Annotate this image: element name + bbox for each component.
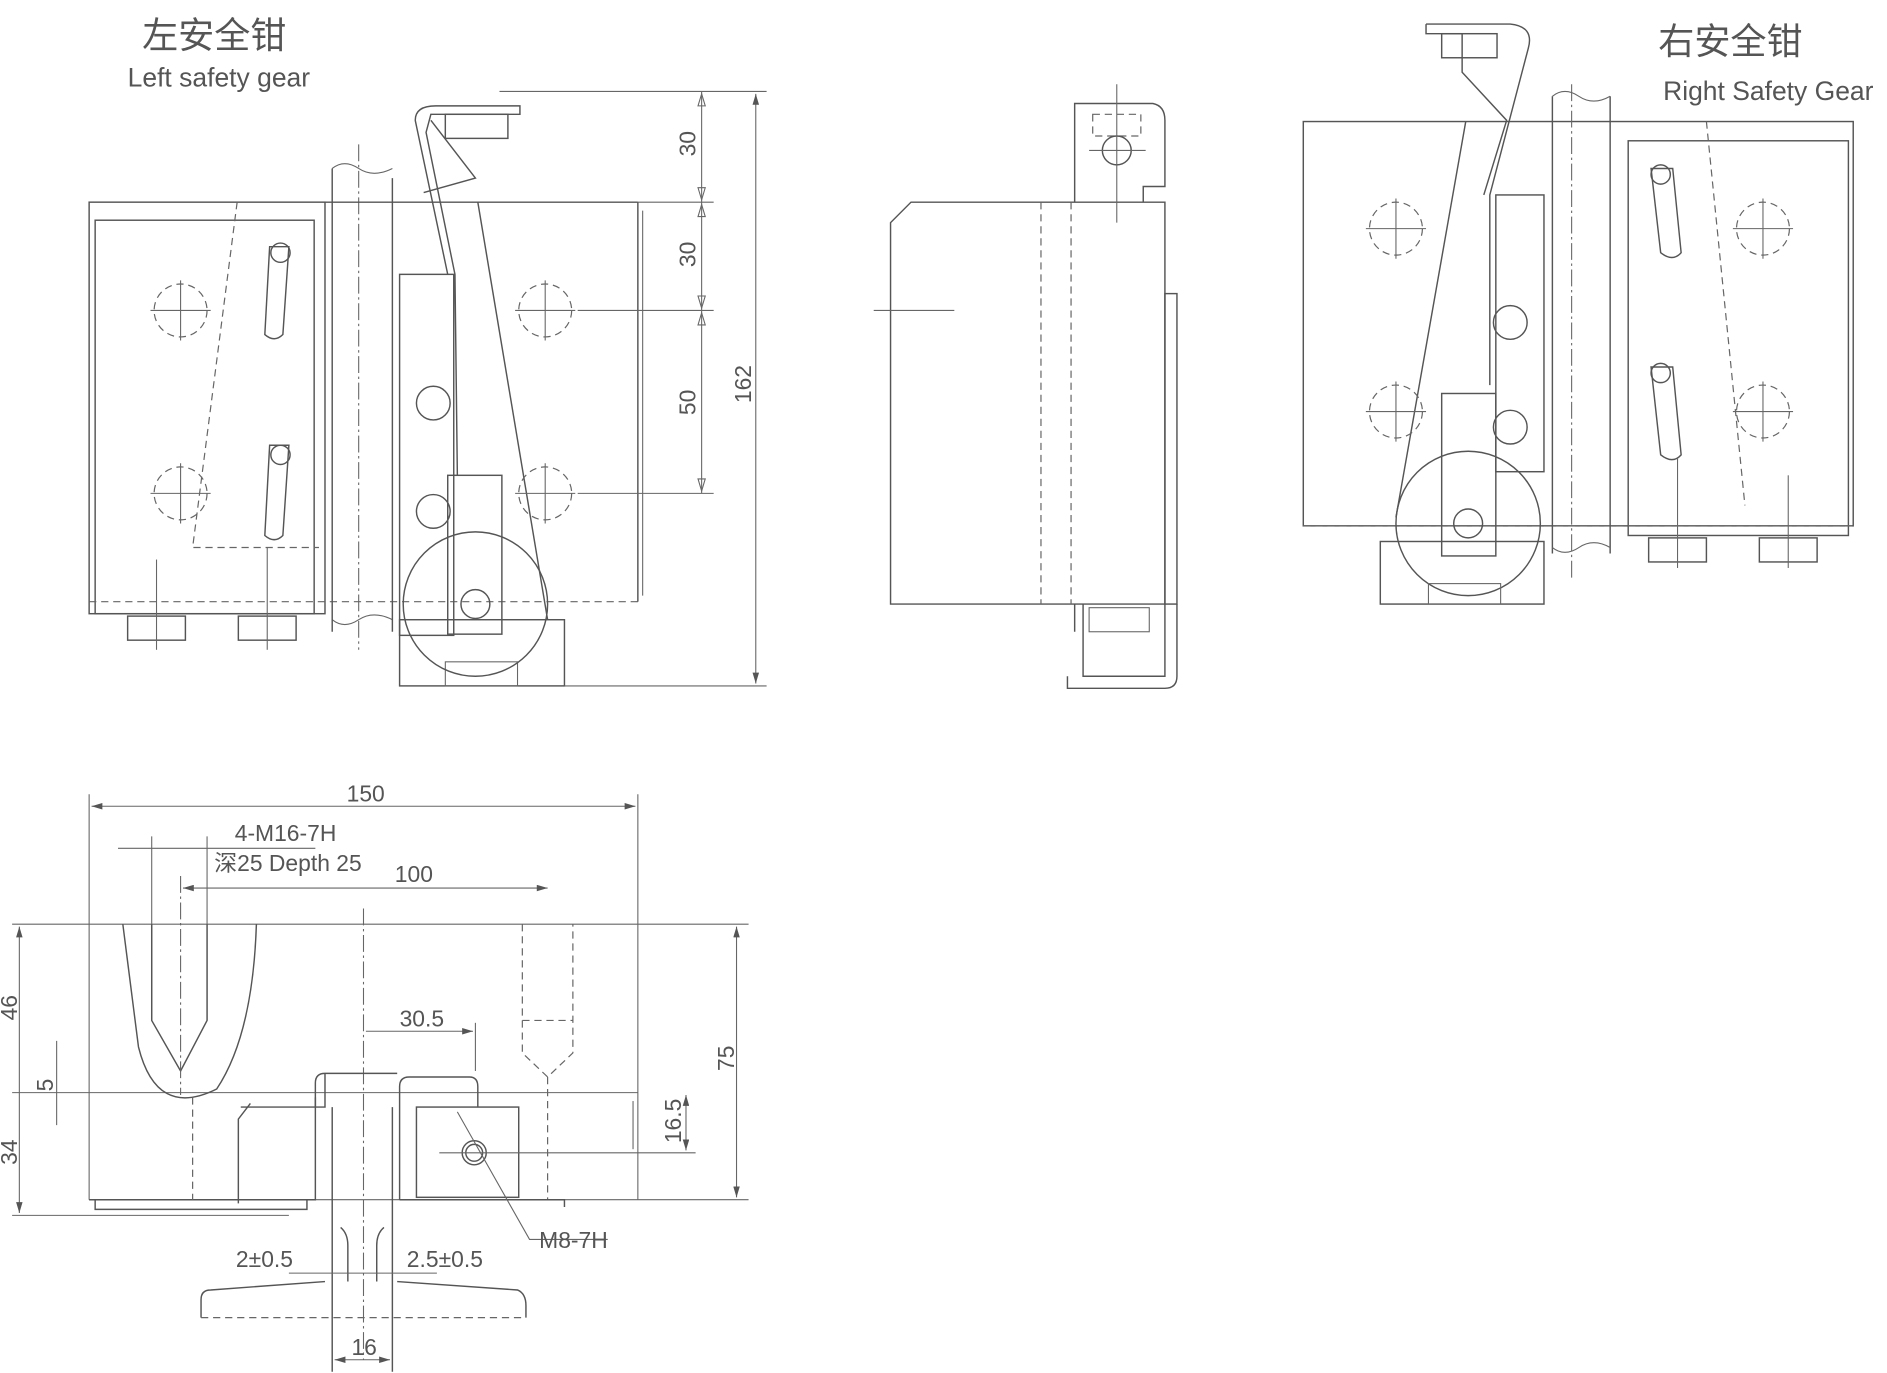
dim-16-5: 16.5 [660, 1099, 686, 1144]
screw-note: M8-7H [539, 1227, 608, 1253]
dim-clearance-right: 2.5±0.5 [407, 1246, 483, 1272]
side-view [873, 84, 1178, 690]
left-title-en: Left safety gear [128, 63, 311, 93]
dim-30-5: 30.5 [400, 1005, 445, 1031]
dim-30-top: 30 [675, 131, 701, 156]
dim-162: 162 [730, 365, 756, 403]
top-section-view: 150 4-M16-7H 深25 Depth 25 100 30.5 M8-7H… [0, 780, 749, 1372]
dim-clearance-left: 2±0.5 [236, 1246, 293, 1272]
dim-100: 100 [395, 861, 433, 887]
left-safety-gear-view: 左安全钳 Left safety gear 30 30 50 162 [88, 15, 767, 687]
depth-note: 深25 Depth 25 [214, 850, 361, 876]
dim-16: 16 [351, 1334, 376, 1360]
dim-75: 75 [713, 1046, 739, 1071]
dim-30-mid: 30 [675, 242, 701, 267]
right-safety-gear-view: 右安全钳 Right Safety Gear [1302, 21, 1874, 605]
bolt-holes [150, 280, 576, 524]
dim-46: 46 [0, 995, 22, 1020]
dim-150: 150 [347, 780, 385, 806]
right-title-en: Right Safety Gear [1663, 76, 1874, 106]
dim-50: 50 [675, 390, 701, 415]
dim-5: 5 [32, 1079, 58, 1092]
right-title-cn: 右安全钳 [1658, 21, 1802, 63]
thread-note: 4-M16-7H [235, 820, 337, 846]
left-title-cn: 左安全钳 [142, 15, 286, 57]
dim-34: 34 [0, 1139, 22, 1165]
